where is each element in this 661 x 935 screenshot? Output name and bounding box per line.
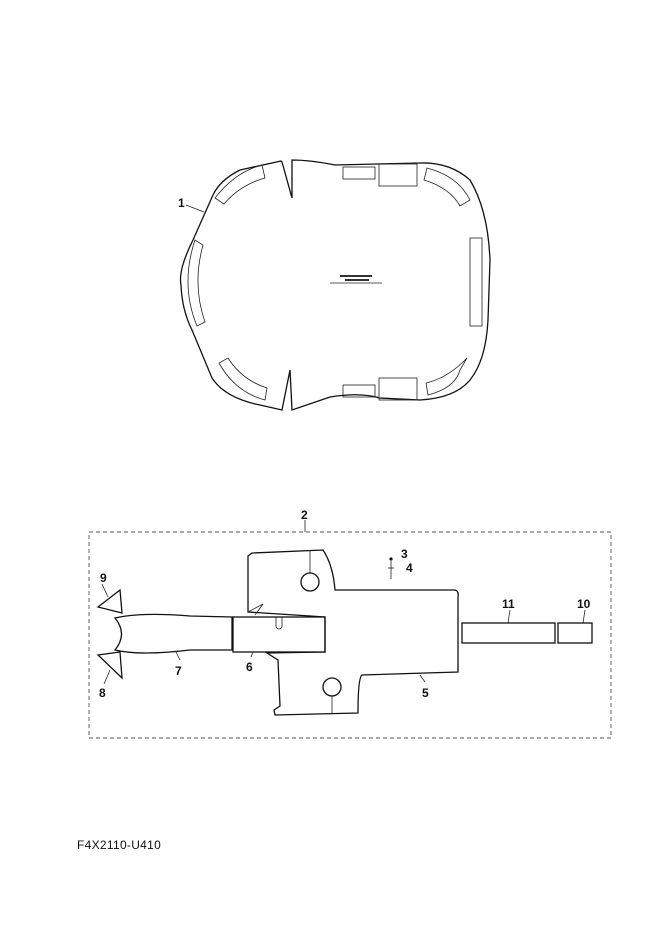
callout-3: 3 [401,547,408,561]
callout-2: 2 [301,508,308,522]
callout-6: 6 [246,660,253,674]
part-2-mat-kit: 2 9 8 7 6 5 3 4 11 [88,508,612,739]
part-1-deck-mat: 1 [178,159,491,411]
callout-7: 7 [175,664,182,678]
callout-8: 8 [99,686,106,700]
callout-11: 11 [502,597,515,611]
part-5-mat [247,549,459,716]
callout-4: 4 [406,561,413,575]
callout-9: 9 [100,571,107,585]
part-6-mat [232,616,326,653]
callout-1: 1 [178,196,185,210]
callout-10: 10 [577,597,591,611]
part-9-pad [96,588,123,614]
figure-code: F4X2110-U410 [77,838,162,852]
leader-1 [185,204,205,213]
callout-5: 5 [422,686,429,700]
part-8-pad [96,651,123,680]
part-10-strip [557,622,593,644]
part-11-strip [461,622,556,644]
part-7-mat [113,613,233,654]
